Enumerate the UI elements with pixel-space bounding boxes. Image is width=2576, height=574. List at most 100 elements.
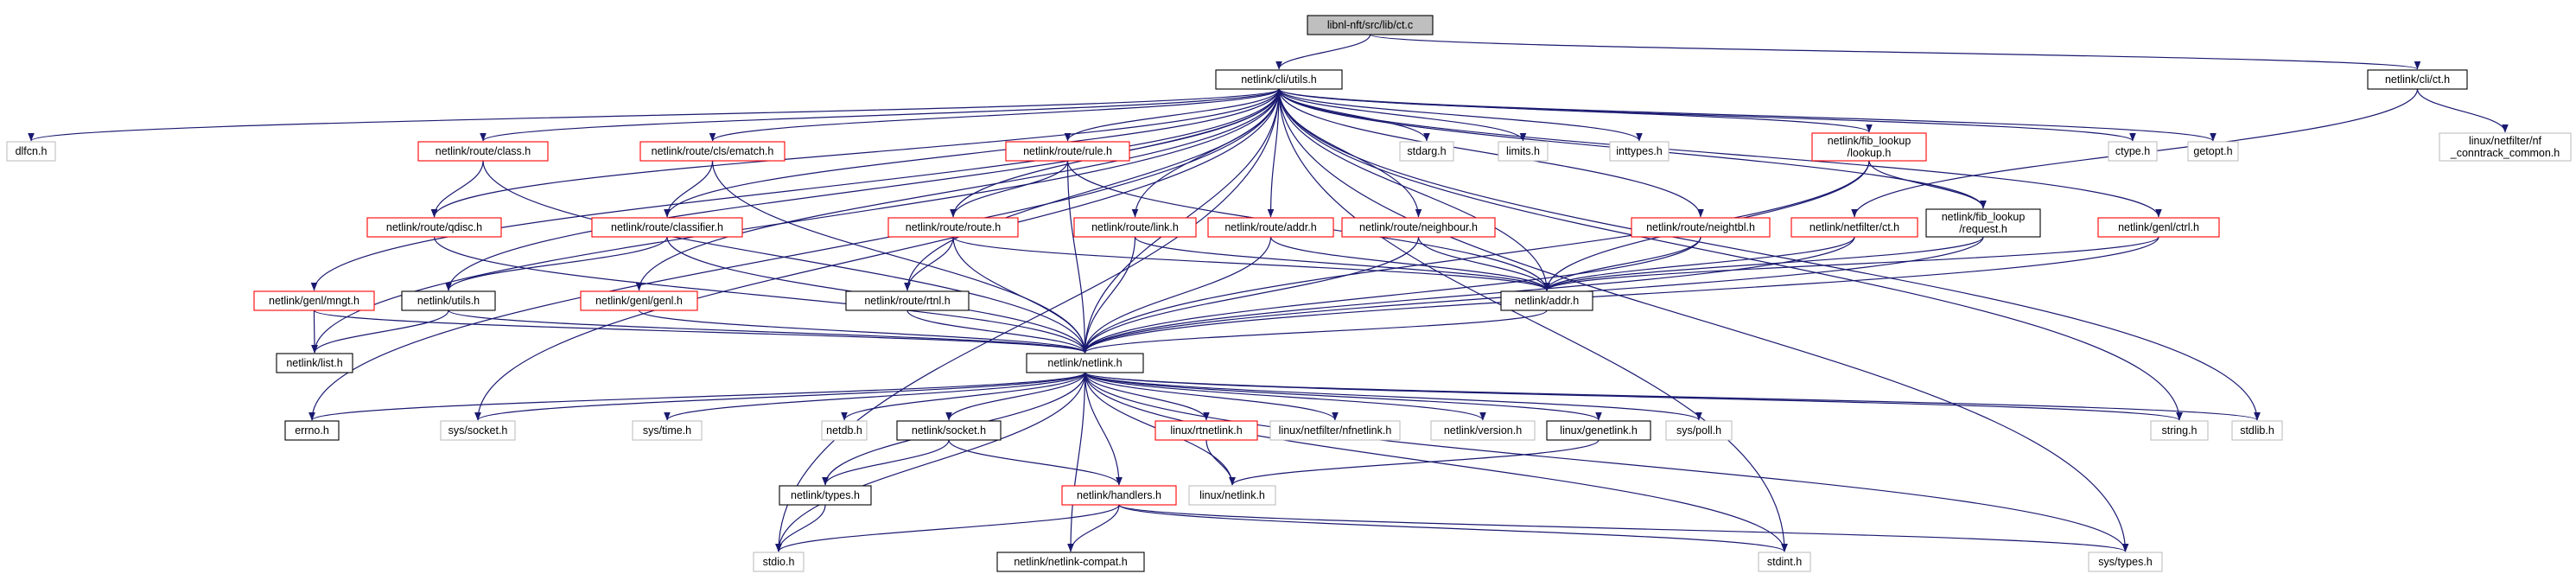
include-edge-route_neightbl-to-nl_addr [1543,236,1701,291]
include-edge-nl_handlers-to-sys_types [1118,504,2128,552]
node-label: netlink/netlink.h [1047,357,1122,369]
node-label: stdlib.h [2240,424,2274,437]
node-fib-request[interactable]: netlink/fib_lookup/request.h [1925,208,2041,238]
include-edge-ct_c-to-cli_utils [1275,34,1371,70]
include-edge-route_rtnl-to-nl_netlink [906,309,1089,354]
include-edge-route_qdisc-to-nl_netlink [433,236,1089,354]
include-edge-cli_utils-to-route_rule [1064,88,1280,142]
node-nl-types[interactable]: netlink/types.h [779,485,872,506]
node-nf-conntrack: linux/netfilter/nf_conntrack_common.h [2439,132,2572,162]
include-edge-nl_netlink-to-nfnetlink [1084,372,1339,421]
node-fib-lookup[interactable]: netlink/fib_lookup/lookup.h [1811,132,1927,162]
include-edge-nl_socket-to-nl_handlers [948,439,1123,486]
node-label: netlink/route/route.h [906,221,1002,233]
node-box [1005,141,1130,162]
node-box [1811,132,1927,162]
node-genl-genl[interactable]: netlink/genl/genl.h [580,290,698,311]
node-label: _conntrack_common.h [2450,147,2560,159]
node-box [753,552,805,572]
node-box [1061,485,1177,506]
node-nl-compat[interactable]: netlink/netlink-compat.h [996,552,1145,572]
node-label: limits.h [1506,145,1540,157]
node-nl-netlink[interactable]: netlink/netlink.h [1026,353,1144,373]
node-label: libnl-nft/src/lib/ct.c [1327,19,1413,31]
node-nl-addr[interactable]: netlink/addr.h [1500,290,1593,311]
include-edge-genl_ctrl-to-nl_netlink [1081,236,2159,354]
include-edge-nl_utils-to-nl_list [311,309,449,354]
node-genl-ctrl[interactable]: netlink/genl/ctrl.h [2097,217,2220,238]
node-cli-utils[interactable]: netlink/cli/utils.h [1215,69,1343,90]
include-edge-nl_handlers-to-stdio [775,504,1120,552]
node-stdint: stdint.h [1758,552,1811,572]
node-label: errno.h [295,424,329,437]
node-linux-genetlink[interactable]: linux/genetlink.h [1546,420,1651,441]
include-edge-nl_netlink-to-nl_version [1084,372,1486,421]
node-box [1631,217,1771,238]
include-edge-route_route-to-route_rtnl [904,236,954,291]
include-edge-cli_ct-to-nf_conntrack [2416,88,2509,133]
node-box [1269,420,1401,441]
node-box [2439,132,2572,162]
include-edge-route_neighbour-to-nl_netlink [1081,236,1420,354]
node-route-link[interactable]: netlink/route/link.h [1073,217,1197,238]
node-route-qdisc[interactable]: netlink/route/qdisc.h [366,217,502,238]
node-route-neighbour[interactable]: netlink/route/neighbour.h [1341,217,1496,238]
include-edge-route_neighbour-to-nl_addr [1417,236,1550,291]
node-box [2187,141,2239,162]
node-nl-socket[interactable]: netlink/socket.h [896,420,1002,441]
node-stdlib: stdlib.h [2231,420,2283,441]
node-linux-rtnetlink[interactable]: linux/rtnetlink.h [1154,420,1258,441]
node-route-classifier[interactable]: netlink/route/classifier.h [591,217,743,238]
node-box [1498,141,1549,162]
include-edge-fib_request-to-nl_addr [1543,236,1984,291]
node-box [1399,141,1454,162]
node-box [1758,552,1811,572]
include-edge-fib_lookup-to-nl_netlink [1081,160,1870,354]
node-nl-utils[interactable]: netlink/utils.h [401,290,496,311]
include-edge-cli_utils-to-sys_types [1278,88,2129,552]
node-nl-list[interactable]: netlink/list.h [276,353,353,373]
node-label: netlink/socket.h [912,424,986,437]
node-route-rule[interactable]: netlink/route/rule.h [1005,141,1130,162]
node-route-route[interactable]: netlink/route/route.h [887,217,1019,238]
node-box [1207,217,1334,238]
node-box [1546,420,1651,441]
node-route-rtnl[interactable]: netlink/route/rtnl.h [845,290,970,311]
include-edge-cli_utils-to-stdio [775,88,1280,552]
node-box [276,353,353,373]
include-edge-cli_utils-to-genl_mngt [310,88,1280,291]
include-edge-netfilter_ct-to-nl_addr [1543,236,1855,291]
node-nl-handlers[interactable]: netlink/handlers.h [1061,485,1177,506]
include-edge-route_rule-to-route_route [950,160,1069,218]
node-errno[interactable]: errno.h [284,420,340,441]
node-route-class[interactable]: netlink/route/class.h [417,141,549,162]
include-edge-route_addr-to-nl_addr [1269,236,1550,291]
include-edge-route_link-to-nl_addr [1134,236,1550,291]
node-label: stdarg.h [1407,145,1446,157]
include-edge-nl_netlink-to-stdlib [1084,372,2261,421]
include-edge-genl_ctrl-to-nl_addr [1543,236,2159,291]
node-cls-ematch[interactable]: netlink/route/cls/ematch.h [639,141,786,162]
include-edge-route_class-to-nl_netlink [482,160,1089,354]
node-genl-mngt[interactable]: netlink/genl/mngt.h [253,290,375,311]
include-edge-nl_netlink-to-sys_poll [1084,372,1702,421]
include-edge-cli_utils-to-errno [308,88,1280,421]
node-route-neightbl[interactable]: netlink/route/neightbl.h [1631,217,1771,238]
node-netdb: netdb.h [821,420,868,441]
include-edge-nl_netlink-to-linux_genetlink [1084,372,1602,421]
node-cli-ct[interactable]: netlink/cli/ct.h [2367,69,2468,90]
node-label: linux/rtnetlink.h [1170,424,1242,437]
node-box [2367,69,2468,90]
node-label: netlink/cli/utils.h [1241,73,1317,86]
node-route-addr[interactable]: netlink/route/addr.h [1207,217,1334,238]
include-edge-cli_utils-to-route_addr [1267,88,1280,218]
node-box [845,290,970,311]
node-box [1026,353,1144,373]
include-edge-genl_genl-to-nl_netlink [638,309,1089,354]
node-box [639,141,786,162]
include-edge-cls_ematch-to-nl_netlink [711,160,1089,354]
node-label: netlink/addr.h [1515,295,1579,307]
node-netfilter-ct[interactable]: netlink/netfilter/ct.h [1790,217,1918,238]
node-box [1925,208,2041,238]
node-box [2088,552,2163,572]
